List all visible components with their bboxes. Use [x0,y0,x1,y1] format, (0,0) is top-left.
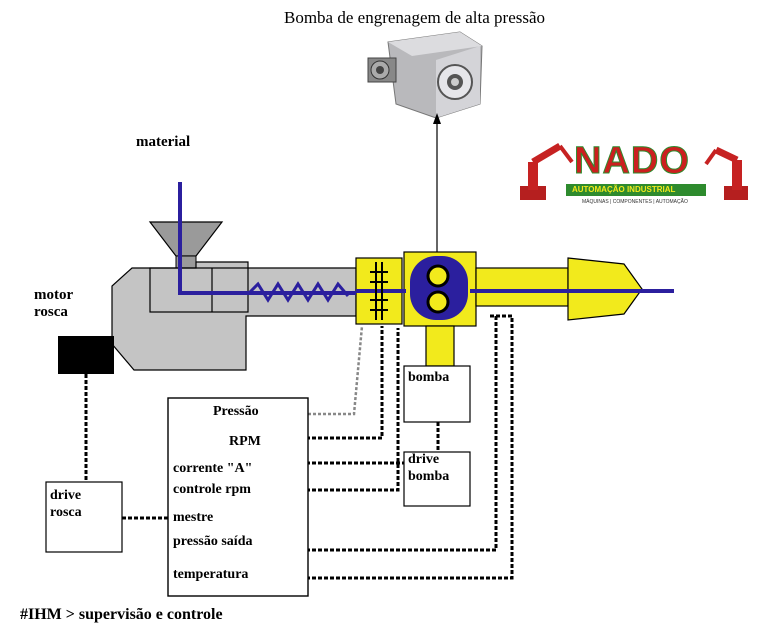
barrel-feed-section [149,267,249,313]
motor-block [58,336,114,374]
pump-title: Bomba de engrenagem de alta pressão [284,8,546,27]
logo-robot-left-icon [520,142,574,200]
drive-bomba-line2: bomba [408,469,450,484]
controller-temperatura: temperatura [173,567,249,582]
hopper [148,221,224,257]
logo-tagline: MÁQUINAS | COMPONENTES | AUTOMAÇÃO [582,199,688,205]
breaker-plate-icon [370,262,388,320]
signal-lines [84,314,514,580]
motor-label-line1: motor [34,287,74,303]
controller-corrente: corrente "A" [173,461,253,476]
pressure-signal-line [308,325,364,416]
logo-robot-right-icon [704,146,748,200]
drive-rosca-box [45,481,123,553]
material-flow-line [178,182,356,295]
motor-label-line2: rosca [34,304,68,320]
drive-bomba-box [403,451,471,507]
controller-mestre: mestre [173,510,214,525]
gear-pump-image [367,31,483,119]
pump-shaft [425,325,455,367]
drive-bomba-line1: drive [408,452,440,467]
footer-caption: #IHM > supervisão e controle [20,606,223,623]
arrow-head-icon [433,113,441,124]
controller-pressao-saida: pressão saída [173,534,253,549]
controller-controle-rpm: controle rpm [173,482,251,497]
logo-subtitle: AUTOMAÇÃO INDUSTRIAL [572,185,676,194]
gear-pump-symbol-icon [410,256,468,320]
drive-rosca-line2: rosca [50,505,82,520]
material-label: material [136,134,191,150]
controller-box [167,397,309,597]
bomba-label: bomba [408,370,450,385]
screw-flight [248,281,350,303]
drive-rosca-line1: drive [50,488,82,503]
controller-rpm: RPM [229,434,261,449]
extruder-barrel [111,261,357,371]
adapter-pipe [475,267,569,307]
logo-green-band [566,184,706,196]
controller-pressao: Pressão [213,404,259,419]
logo-name: NADO [574,140,690,183]
bomba-box [403,365,471,423]
